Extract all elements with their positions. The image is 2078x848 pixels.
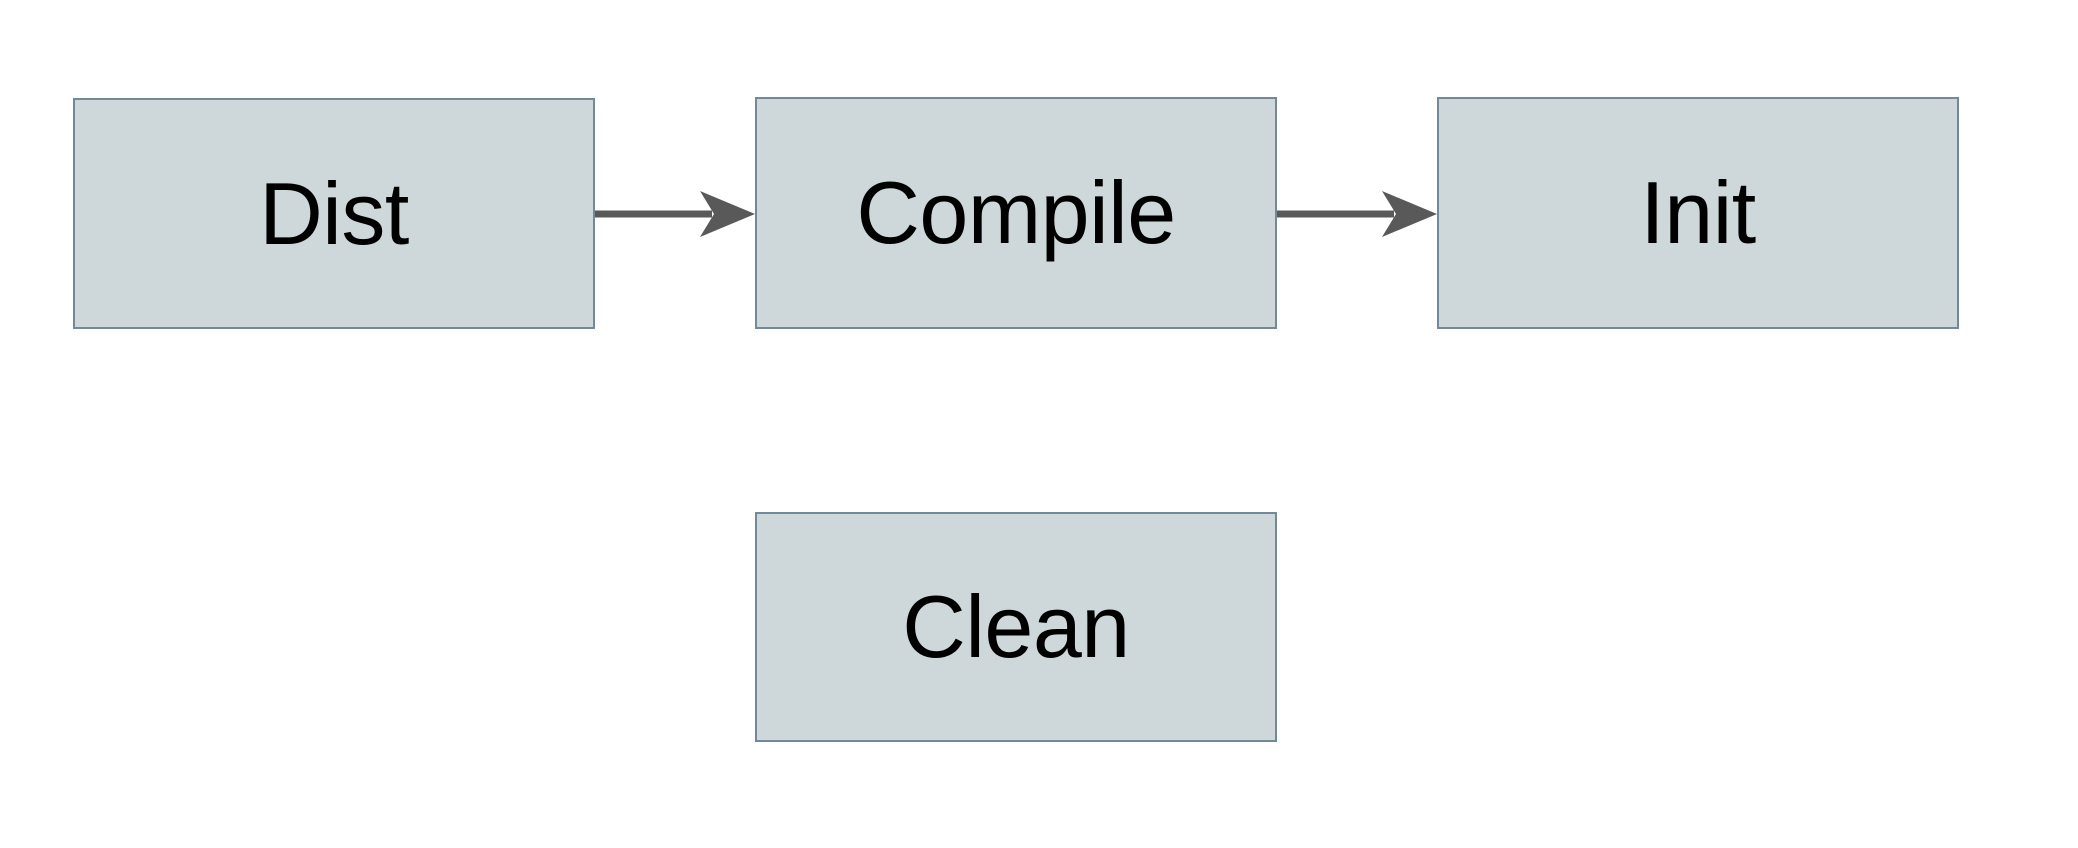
- node-clean-label: Clean: [902, 577, 1130, 676]
- edge-compile-to-init-arrowhead: [1382, 191, 1437, 237]
- node-compile-label: Compile: [856, 163, 1176, 262]
- node-dist-label: Dist: [259, 163, 409, 263]
- edge-compile-to-init[interactable]: [1277, 191, 1437, 237]
- node-clean[interactable]: Clean: [755, 512, 1277, 742]
- edge-dist-to-compile-arrowhead: [700, 191, 755, 237]
- node-init-label: Init: [1640, 163, 1756, 262]
- edge-dist-to-compile[interactable]: [595, 191, 755, 237]
- node-compile[interactable]: Compile: [755, 97, 1277, 329]
- node-dist[interactable]: Dist: [73, 98, 595, 329]
- node-init[interactable]: Init: [1437, 97, 1959, 329]
